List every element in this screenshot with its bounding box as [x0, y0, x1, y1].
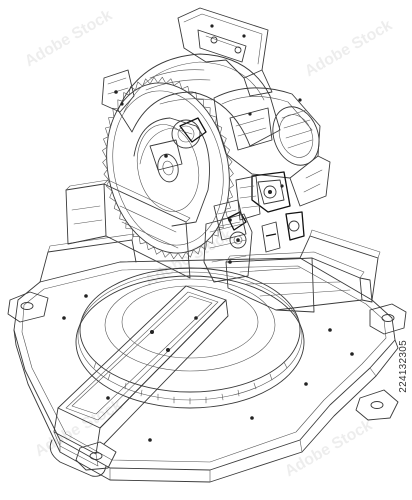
saw-handle — [177, 7, 273, 97]
fence — [65, 179, 373, 313]
bevel-pivot — [203, 211, 253, 283]
turntable — [75, 267, 305, 409]
lower-blade-guard — [133, 117, 210, 227]
gear-linkage — [213, 171, 305, 253]
blade-teeth-outline — [102, 76, 234, 260]
base-bolts — [62, 260, 354, 442]
blade-teeth — [102, 76, 234, 260]
motor-housing — [213, 87, 331, 207]
miter-arm — [49, 285, 229, 477]
upper-blade-guard — [101, 53, 281, 149]
saw-blade — [102, 76, 234, 260]
stock-id-label: 224132305 — [398, 340, 409, 393]
